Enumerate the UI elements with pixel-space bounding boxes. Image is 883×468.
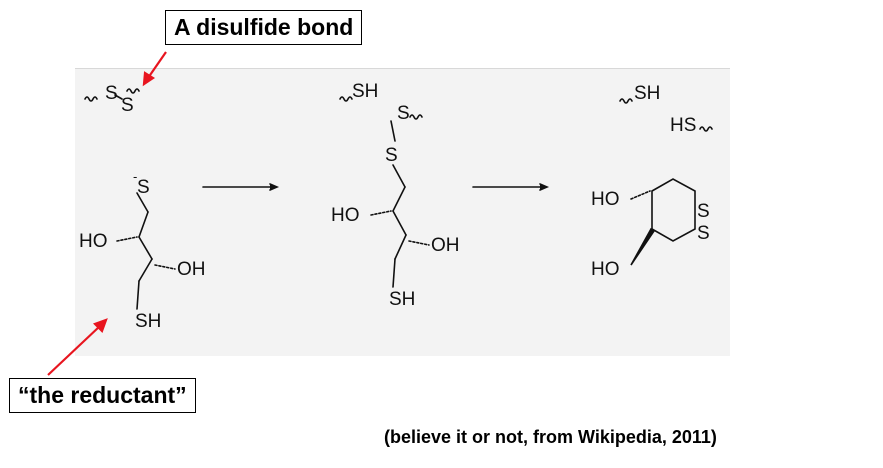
bond bbox=[136, 280, 140, 310]
wavy-bond-middle-2 bbox=[409, 114, 423, 120]
reaction-scheme: S S SH S S SH HS - S HO OH SH HO OH SH H… bbox=[75, 68, 730, 356]
intermediate-sh-bottom: SH bbox=[389, 289, 415, 310]
intermediate-s: S bbox=[385, 145, 398, 166]
bond bbox=[138, 236, 153, 260]
thiolate-charge: - bbox=[133, 169, 137, 184]
hash-bond bbox=[370, 210, 392, 216]
bond bbox=[138, 211, 149, 238]
ring-ho-bottom: HO bbox=[591, 259, 620, 280]
bond bbox=[392, 186, 406, 212]
dithiane-ring bbox=[651, 178, 696, 242]
intermediate-s-top: S bbox=[397, 103, 410, 124]
reaction-scheme-svg: S S SH S S SH HS - S HO OH SH HO OH SH H… bbox=[79, 81, 713, 332]
wavy-bond-left-2 bbox=[126, 88, 140, 94]
s-s-bond bbox=[114, 94, 123, 100]
hash-bond bbox=[116, 236, 138, 242]
hash-bond bbox=[408, 240, 430, 246]
arrow-2-head bbox=[539, 183, 550, 191]
reductant-ho: HO bbox=[79, 231, 108, 252]
bond bbox=[392, 210, 407, 236]
bond bbox=[392, 258, 396, 288]
reductant-s: S bbox=[137, 177, 150, 198]
bond bbox=[138, 258, 153, 282]
s2-label: S bbox=[121, 95, 134, 116]
wavy-bond-left bbox=[84, 96, 98, 102]
hash-bond bbox=[630, 190, 651, 200]
hash-bond bbox=[154, 264, 176, 270]
disulfide-callout: A disulfide bond bbox=[165, 10, 363, 45]
intermediate-ho: HO bbox=[331, 205, 360, 226]
reductant-sh: SH bbox=[135, 311, 161, 332]
wedge-bond bbox=[630, 227, 656, 266]
ring-ho-top: HO bbox=[591, 189, 620, 210]
wavy-bond-right-2 bbox=[699, 126, 713, 132]
ring-s1: S bbox=[697, 201, 710, 222]
arrow-1-head bbox=[269, 183, 280, 191]
intermediate-oh: OH bbox=[431, 235, 460, 256]
bond bbox=[136, 192, 149, 213]
bond bbox=[390, 120, 396, 142]
final-sh: SH bbox=[634, 83, 660, 104]
source-credit: (believe it or not, from Wikipedia, 2011… bbox=[384, 427, 717, 447]
intermediate-sh: SH bbox=[352, 81, 378, 102]
s1-label: S bbox=[105, 83, 118, 104]
wavy-bond-middle bbox=[339, 96, 353, 102]
reductant-callout: “the reductant” bbox=[9, 378, 196, 413]
ring-s2: S bbox=[697, 223, 710, 244]
bond bbox=[392, 164, 406, 188]
reductant-oh: OH bbox=[177, 259, 206, 280]
wavy-bond-right bbox=[619, 98, 633, 104]
bond bbox=[394, 234, 407, 260]
final-hs: HS bbox=[670, 115, 696, 136]
